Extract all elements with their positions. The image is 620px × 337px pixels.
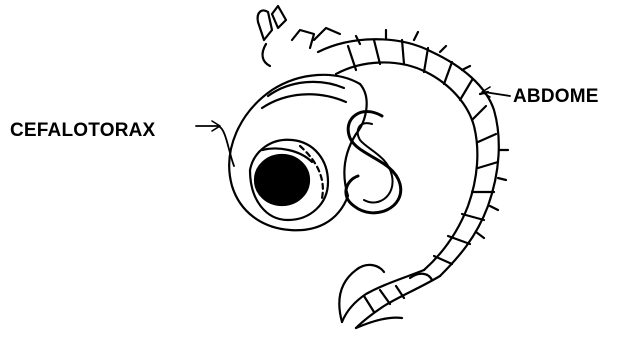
cephalothorax-drawing [229, 75, 366, 230]
tail-paddles-drawing [339, 265, 440, 328]
eye-shape [255, 155, 309, 205]
abdome-label: ABDOME [513, 86, 599, 108]
cefalotorax-label: CEFALOTORAX [10, 120, 155, 142]
